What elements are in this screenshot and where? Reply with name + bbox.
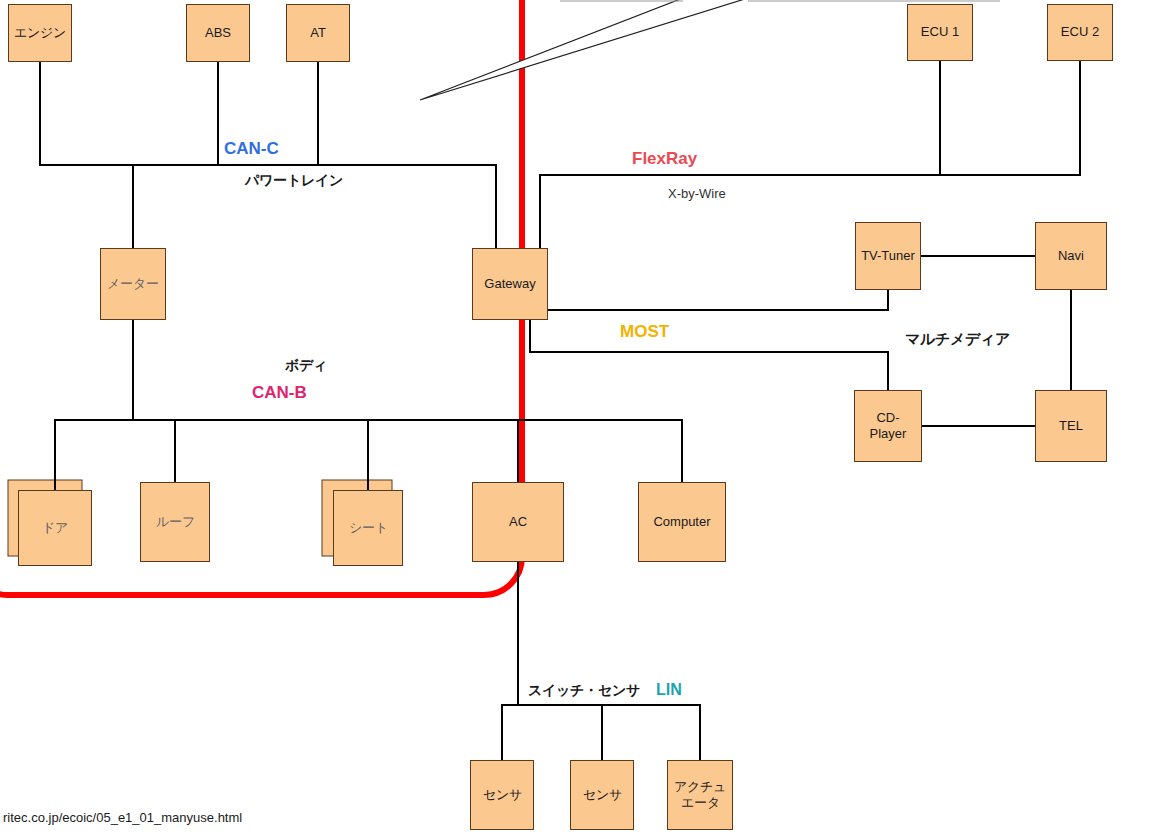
ecu-box: ECU 1 <box>907 4 973 61</box>
callout-edge <box>560 1 683 2</box>
ecu-box: AT <box>286 4 350 62</box>
sensor-box: センサ <box>570 760 634 830</box>
ecu-box: ルーフ <box>140 482 210 562</box>
bus-line <box>133 320 518 482</box>
node-text: シート <box>349 520 388 536</box>
ecu-box: Computer <box>638 482 726 562</box>
ecu-box: シート <box>333 490 403 566</box>
bus-line <box>55 320 133 490</box>
bus-line <box>40 62 496 248</box>
node-text: AT <box>310 25 326 41</box>
ecu-box: ドア <box>18 490 92 566</box>
bus-line <box>921 255 1035 257</box>
bus-line <box>218 62 496 248</box>
ecu-box: メーター <box>100 248 166 320</box>
node-text: ABS <box>205 25 231 41</box>
node-text: CD-Player <box>859 410 917 443</box>
source-url: ritec.co.jp/ecoic/05_e1_01_manyuse.html <box>3 810 242 826</box>
bus-name: LIN <box>656 680 682 699</box>
bus-line <box>133 165 496 248</box>
bus-name: FlexRay <box>632 149 697 169</box>
bus-line <box>518 562 700 760</box>
highlight-frame <box>0 0 522 595</box>
ecu-box: AC <box>472 482 564 562</box>
bus-line <box>502 562 518 760</box>
bus-name: CAN-C <box>224 139 279 159</box>
node-text: TV-Tuner <box>861 248 915 264</box>
bus-name: CAN-B <box>252 383 307 403</box>
node-text: AC <box>509 514 527 530</box>
callout-tail-fill <box>420 0 748 100</box>
bus-line <box>1070 290 1072 390</box>
bus-group: パワートレイン <box>245 172 343 189</box>
bus-group: マルチメディア <box>905 330 1010 348</box>
node-text: TEL <box>1059 418 1083 434</box>
bus-group: X-by-Wire <box>668 186 726 202</box>
device-box: TV-Tuner <box>855 222 921 290</box>
node-text: Gateway <box>484 276 535 292</box>
bus-line <box>133 320 368 490</box>
node-text: Navi <box>1058 248 1084 264</box>
node-text: Computer <box>653 514 710 530</box>
bus-group: スイッチ・センサ <box>528 682 640 699</box>
device-box: TEL <box>1035 390 1107 462</box>
bus-line <box>530 320 888 390</box>
device-box: CD-Player <box>854 390 922 462</box>
node-text: メーター <box>107 276 159 292</box>
sensor-box: センサ <box>470 760 534 830</box>
node-text: エンジン <box>14 25 66 41</box>
node-text: ECU 1 <box>921 24 959 40</box>
bus-name: MOST <box>620 322 669 342</box>
bus-line <box>548 290 888 310</box>
gateway-box: Gateway <box>472 248 548 320</box>
bus-line <box>318 62 496 248</box>
node-text: ルーフ <box>156 514 195 530</box>
bus-group: ボディ <box>285 357 327 374</box>
ecu-box: エンジン <box>8 4 72 62</box>
node-text: ECU 2 <box>1061 24 1099 40</box>
actuator-box: アクチュエータ <box>667 760 733 830</box>
device-box: Navi <box>1035 222 1107 290</box>
node-text: センサ <box>483 787 522 803</box>
ecu-box: ABS <box>186 4 250 62</box>
node-text: ドア <box>42 520 68 536</box>
bus-line <box>518 562 602 760</box>
node-text: センサ <box>583 787 622 803</box>
node-text: アクチュエータ <box>672 779 728 812</box>
bus-line <box>133 320 682 482</box>
callout-edge <box>748 1 1000 2</box>
bus-line <box>922 425 1035 427</box>
callout-tail <box>420 0 748 100</box>
ecu-box: ECU 2 <box>1047 4 1113 61</box>
bus-line <box>133 320 175 482</box>
bus-line <box>540 61 1080 248</box>
bus-line <box>540 61 940 248</box>
